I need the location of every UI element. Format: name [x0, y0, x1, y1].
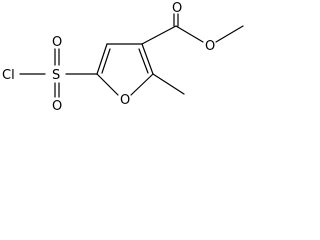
sulfonyl-oxygen-bottom-label: O: [52, 99, 62, 114]
ring-oxygen-label: O: [120, 93, 130, 108]
bond-o1-c5: [96, 73, 119, 96]
bond-c2-methyl: [152, 73, 185, 95]
bond-c3-carbonyl: [141, 25, 177, 45]
molecule-structure: Cl S O O O O O: [2, 1, 244, 114]
bond-c5-c4: [96, 43, 108, 75]
ester-oxygen-label: O: [205, 39, 215, 54]
atom-labels: Cl S O O O O O: [2, 1, 215, 114]
bond-carbonyl-ester-o: [175, 25, 204, 43]
bond-c3-c2-inner: [138, 48, 149, 74]
sulfur-label: S: [52, 68, 60, 83]
bond-ester-o-methyl: [215, 25, 244, 43]
bond-c5-c4-inner: [101, 48, 111, 74]
bond-c3-c2: [141, 43, 154, 75]
bond-c2-o1: [130, 73, 154, 96]
chlorine-label: Cl: [2, 68, 15, 83]
bonds: [19, 13, 244, 98]
sulfonyl-oxygen-top-label: O: [52, 35, 62, 50]
carbonyl-oxygen-label: O: [172, 1, 182, 16]
